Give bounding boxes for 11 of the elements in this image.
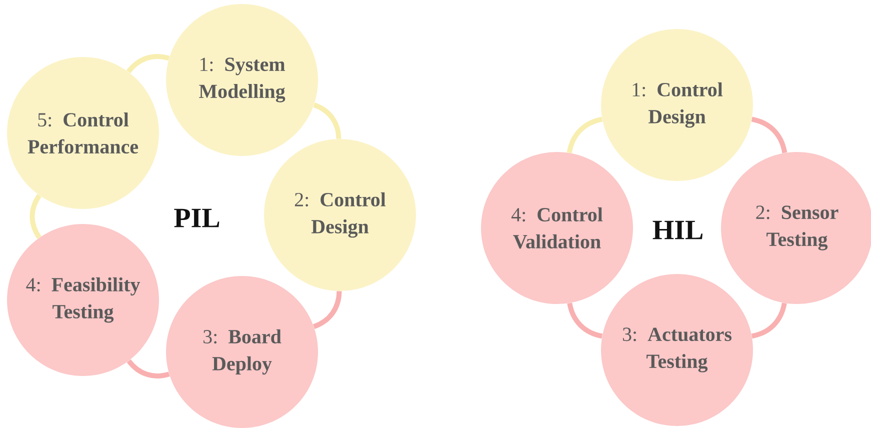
connector-arc [751, 302, 787, 339]
connector-arc [126, 54, 170, 74]
connector-arc [751, 116, 788, 154]
loop-title: HIL [652, 220, 702, 240]
loop-title: PIL [174, 208, 220, 228]
connector-arc [313, 102, 342, 139]
connector-arc [30, 194, 42, 239]
connector-arc [567, 302, 603, 339]
connector-arc [126, 359, 170, 378]
connector-arc [312, 291, 342, 329]
connector-arc [566, 116, 603, 154]
